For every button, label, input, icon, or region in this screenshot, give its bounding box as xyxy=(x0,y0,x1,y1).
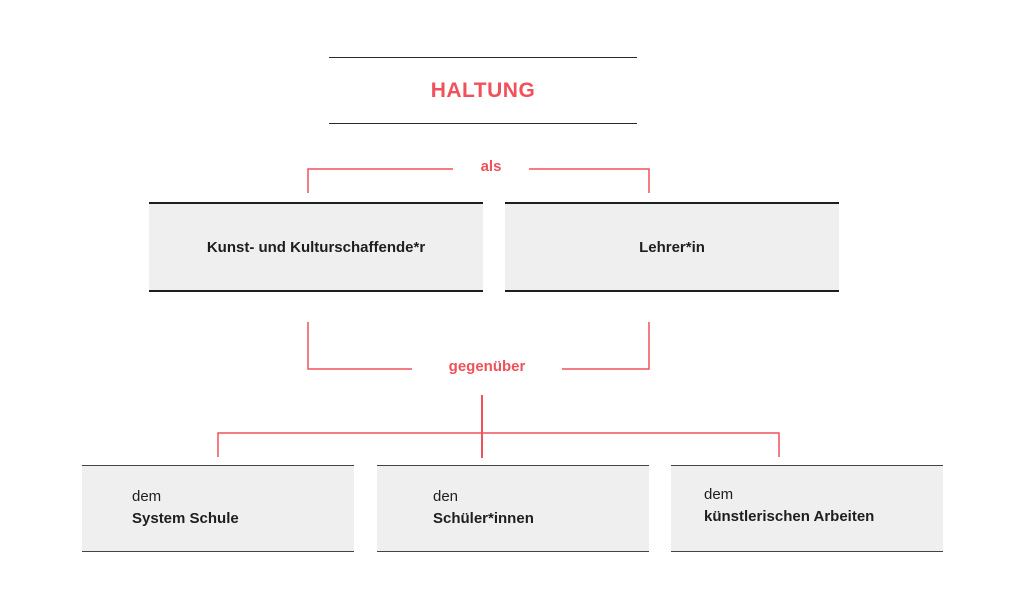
role-label: Lehrer*in xyxy=(639,238,705,256)
target-prefix: dem xyxy=(704,486,734,503)
targets-bracket xyxy=(217,432,780,457)
target-prefix: den xyxy=(433,488,459,505)
target-box-schueler: den Schüler*innen xyxy=(377,465,649,552)
role-box-kulturschaffende: Kunst- und Kulturschaffende*r xyxy=(149,202,483,292)
role-box-lehrer: Lehrer*in xyxy=(505,202,839,292)
target-box-system-schule: dem System Schule xyxy=(82,465,354,552)
connector-label-als: als xyxy=(453,158,529,175)
title-haltung: HALTUNG xyxy=(430,78,536,102)
connector-label-gegenueber: gegenüber xyxy=(412,358,562,375)
role-label: Kunst- und Kulturschaffende*r xyxy=(206,238,426,256)
target-prefix: dem xyxy=(132,488,162,505)
target-label: Schüler*innen xyxy=(433,510,534,527)
target-box-kuenstlerische-arbeiten: dem künstlerischen Arbeiten xyxy=(671,465,943,552)
target-label: künstlerischen Arbeiten xyxy=(704,508,875,525)
title-box: HALTUNG xyxy=(329,57,637,124)
target-label: System Schule xyxy=(132,510,239,527)
